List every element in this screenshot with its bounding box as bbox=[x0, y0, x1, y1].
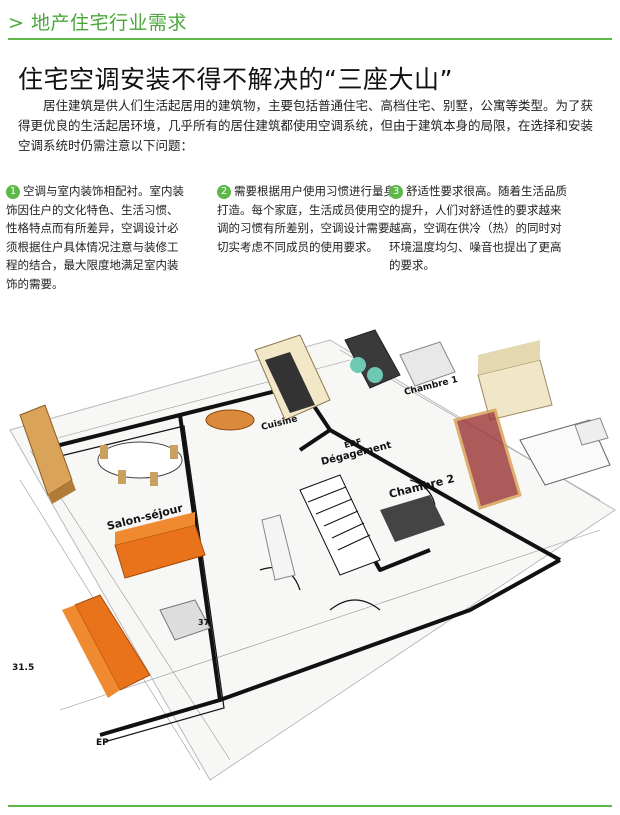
point-number-badge: 2 bbox=[217, 185, 231, 199]
intro-paragraph: 居住建筑是供人们生活起居用的建筑物，主要包括普通住宅、高档住宅、别墅，公寓等类型… bbox=[18, 98, 594, 153]
floorplan-illustration: Salon-séjour Cuisine Dégagement Chambre … bbox=[9, 329, 616, 781]
dimension-label: EP bbox=[96, 738, 109, 748]
section-title: > 地产住宅行业需求 bbox=[8, 12, 187, 34]
room-label-edf: EDF bbox=[343, 437, 362, 450]
header-divider bbox=[8, 38, 612, 40]
headline: 住宅空调安装不得不解决的“三座大山” bbox=[18, 65, 453, 94]
dimension-label: 37 bbox=[198, 618, 209, 627]
point-text: 舒适性要求很高。随着生活品质的提升，人们对舒适性的要求越来越高，空调在供冷（热）… bbox=[389, 184, 567, 272]
footer-divider bbox=[8, 805, 612, 807]
section-header: > 地产住宅行业需求 bbox=[0, 0, 620, 42]
point-number-badge: 3 bbox=[389, 185, 403, 199]
point-number-badge: 1 bbox=[6, 185, 20, 199]
point-text: 空调与室内装饰相配衬。室内装饰因住户的文化特色、生活习惯、性格特点而有所差异，空… bbox=[6, 184, 184, 291]
point-text: 需要根据用户使用习惯进行量身打造。每个家庭，生活成员使用空调的习惯有所差别，空调… bbox=[217, 184, 395, 254]
dimension-label: 31.5 bbox=[12, 663, 34, 673]
